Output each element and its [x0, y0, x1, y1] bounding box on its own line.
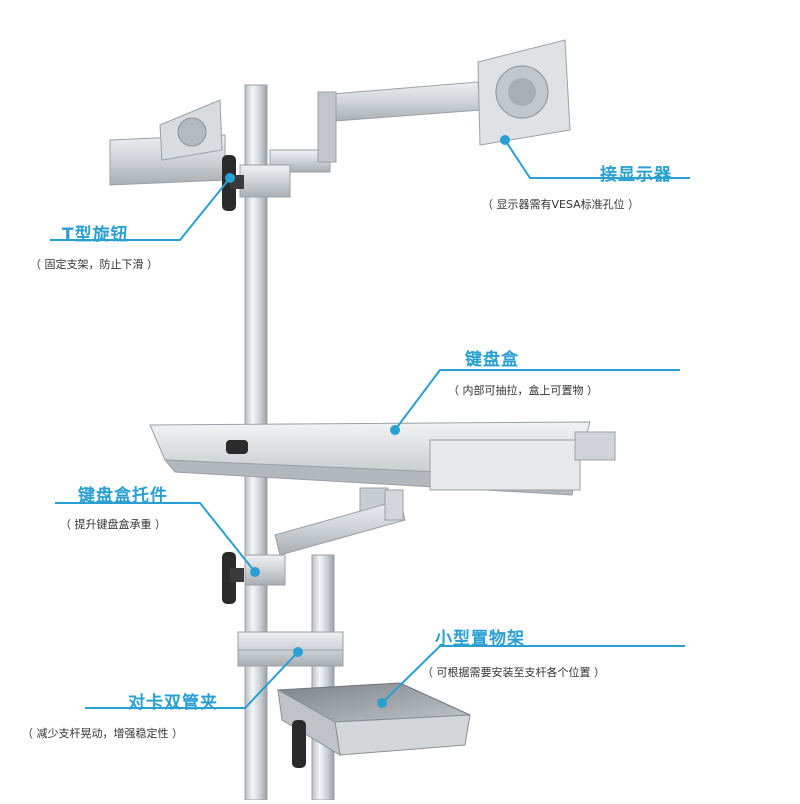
leader-monitor	[504, 139, 690, 179]
tray-support-arm	[274, 487, 406, 556]
middle-t-knob	[222, 552, 244, 604]
right-monitor-arm	[269, 39, 571, 173]
small-shelf	[276, 682, 471, 756]
leader-knob	[50, 177, 231, 241]
monitor-callout-note: （ 显示器需有VESA标准孔位 ）	[482, 198, 640, 211]
leader-keyboard	[394, 369, 680, 431]
keyboard-box-knob	[226, 440, 248, 454]
leader-tube-clamp	[85, 651, 299, 709]
secondary-pole	[311, 554, 335, 801]
tube-clamp-callout-title: 对卡双管夹	[128, 693, 218, 713]
keyboard-box	[149, 421, 616, 496]
left-monitor-arm	[109, 99, 226, 186]
leader-tray-arm	[55, 502, 256, 573]
tube-clamp-callout-note: （ 减少支杆晃动，增强稳定性 ）	[22, 727, 183, 740]
keyboard-callout-note: （ 内部可抽拉，盒上可置物 ）	[448, 384, 598, 397]
top-clamp	[239, 164, 291, 198]
monitor-callout-title: 接显示器	[600, 165, 672, 185]
keyboard-callout-title: 键盘盒	[465, 350, 519, 370]
knob-callout-note: （ 固定支架，防止下滑 ）	[30, 258, 158, 271]
tray-arm-callout-title: 键盘盒托件	[78, 486, 168, 506]
knob-callout-title: T型旋钮	[62, 225, 129, 245]
leader-lines	[50, 135, 690, 709]
shelf-callout-title: 小型置物架	[435, 629, 525, 649]
bottom-t-knob	[292, 720, 306, 768]
shelf-callout-note: （ 可根据需要安装至支杆各个位置 ）	[422, 666, 605, 679]
tray-arm-callout-note: （ 提升键盘盒承重 ）	[60, 518, 166, 531]
leader-shelf	[381, 645, 685, 704]
